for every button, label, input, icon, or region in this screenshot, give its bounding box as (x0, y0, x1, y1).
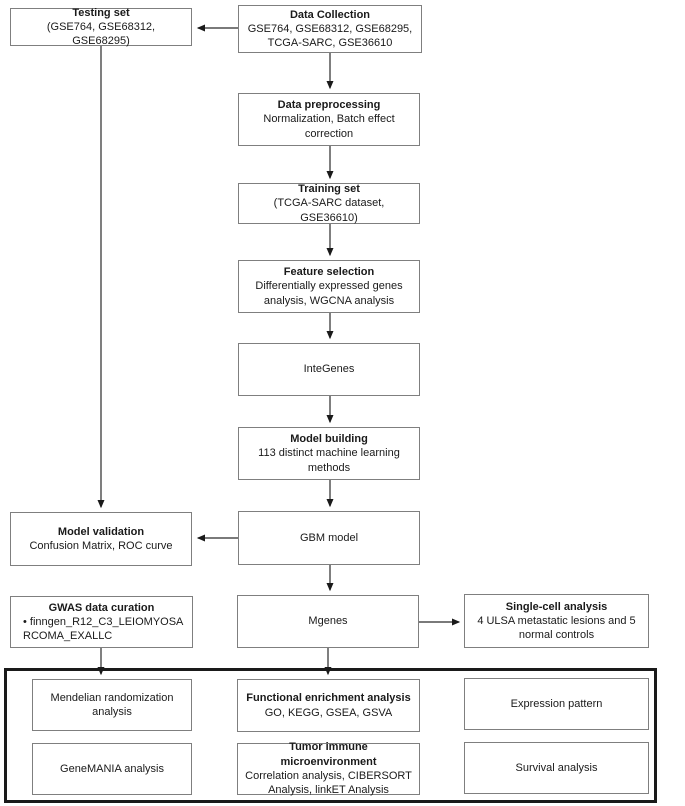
node-bullet: • finngen_R12_C3_LEIOMYOSARCOMA_EXALLC (23, 615, 184, 643)
node-title: Feature selection (283, 266, 375, 279)
node-title: Single-cell analysis (505, 600, 608, 613)
node-title: Data preprocessing (277, 99, 381, 112)
node-subtitle: GSE764, GSE68312, GSE68295, TCGA-SARC, G… (247, 22, 413, 50)
node-testing-set: Testing set (GSE764, GSE68312, GSE68295) (10, 6, 192, 48)
node-integenes: InteGenes (238, 343, 420, 396)
node-single-cell-analysis: Single-cell analysis 4 ULSA metastatic l… (464, 594, 649, 648)
node-data-preprocessing: Data preprocessing Normalization, Batch … (238, 93, 420, 146)
node-data-collection: Data Collection GSE764, GSE68312, GSE682… (238, 5, 422, 53)
node-label: GeneMANIA analysis (60, 762, 164, 775)
node-subtitle: 113 distinct machine learning methods (258, 447, 400, 474)
node-genemania: GeneMANIA analysis (32, 743, 192, 795)
node-subtitle: Normalization, Batch effect correction (263, 113, 395, 140)
node-feature-selection: Feature selection Differentially express… (238, 260, 420, 313)
node-model-building: Model building 113 distinct machine lear… (238, 427, 420, 480)
node-title: Model building (290, 433, 368, 446)
node-gbm-model: GBM model (238, 511, 420, 565)
node-mgenes: Mgenes (237, 595, 419, 648)
node-title: Training set (298, 183, 360, 196)
node-model-validation: Model validation Confusion Matrix, ROC c… (10, 512, 192, 566)
node-subtitle: Correlation analysis, CIBERSORT Analysis… (245, 770, 412, 797)
node-subtitle: Confusion Matrix, ROC curve (29, 540, 173, 552)
node-subtitle: (GSE764, GSE68312, GSE68295) (46, 20, 156, 48)
node-training-set: Training set (TCGA-SARC dataset, GSE3661… (238, 183, 420, 224)
node-mendelian-randomization: Mendelian randomization analysis (32, 679, 192, 731)
node-label: GBM model (299, 531, 359, 544)
node-label: InteGenes (303, 363, 355, 376)
node-survival-analysis: Survival analysis (464, 742, 649, 794)
node-subtitle: GO, KEGG, GSEA, GSVA (264, 706, 393, 719)
node-title: Testing set (72, 6, 130, 19)
node-title: Tumor immune microenvironment (280, 741, 377, 768)
node-title: GWAS data curation (48, 601, 155, 614)
analysis-panel-outline (4, 668, 657, 803)
node-label: Mgenes (308, 615, 348, 628)
node-functional-enrichment: Functional enrichment analysis GO, KEGG,… (237, 679, 420, 732)
node-expression-pattern: Expression pattern (464, 678, 649, 730)
node-subtitle: Differentially expressed genes analysis,… (255, 280, 403, 307)
node-label: Expression pattern (510, 697, 603, 710)
node-title: Functional enrichment analysis (246, 692, 411, 705)
node-gwas-data-curation: GWAS data curation • finngen_R12_C3_LEIO… (10, 596, 193, 648)
node-label: Mendelian randomization analysis (50, 691, 174, 718)
node-tumor-immune: Tumor immune microenvironment Correlatio… (237, 741, 420, 797)
node-title: Data Collection (289, 8, 371, 21)
node-subtitle: (TCGA-SARC dataset, GSE36610) (273, 197, 385, 224)
node-label: Survival analysis (515, 761, 598, 774)
node-subtitle: 4 ULSA metastatic lesions and 5 normal c… (477, 614, 636, 642)
node-title: Model validation (57, 525, 145, 538)
